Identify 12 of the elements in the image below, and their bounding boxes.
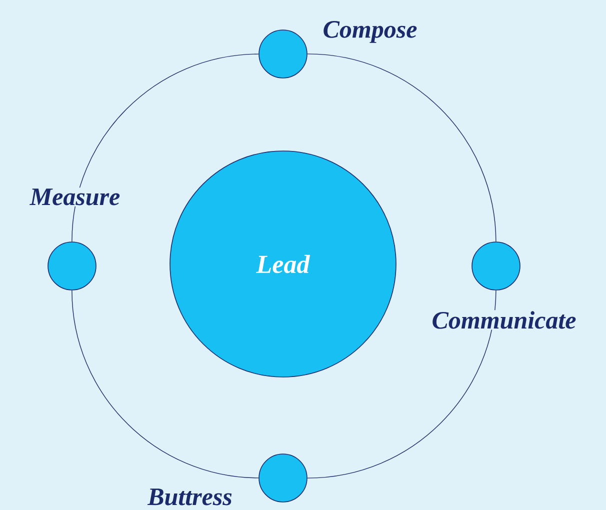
circle-label: Buttress bbox=[146, 488, 234, 506]
small-circle bbox=[472, 242, 520, 290]
orbit-arc bbox=[72, 54, 259, 242]
small-circle bbox=[258, 454, 308, 502]
orbit-arc bbox=[72, 290, 259, 478]
circle-label: Compose bbox=[322, 20, 418, 44]
small-circle bbox=[258, 30, 308, 78]
orbit-arc bbox=[307, 290, 496, 478]
circle-label: Measure bbox=[28, 188, 122, 206]
orbit-arc bbox=[307, 54, 496, 242]
circle-label: Communicate bbox=[430, 310, 578, 330]
small-circle bbox=[48, 242, 96, 290]
